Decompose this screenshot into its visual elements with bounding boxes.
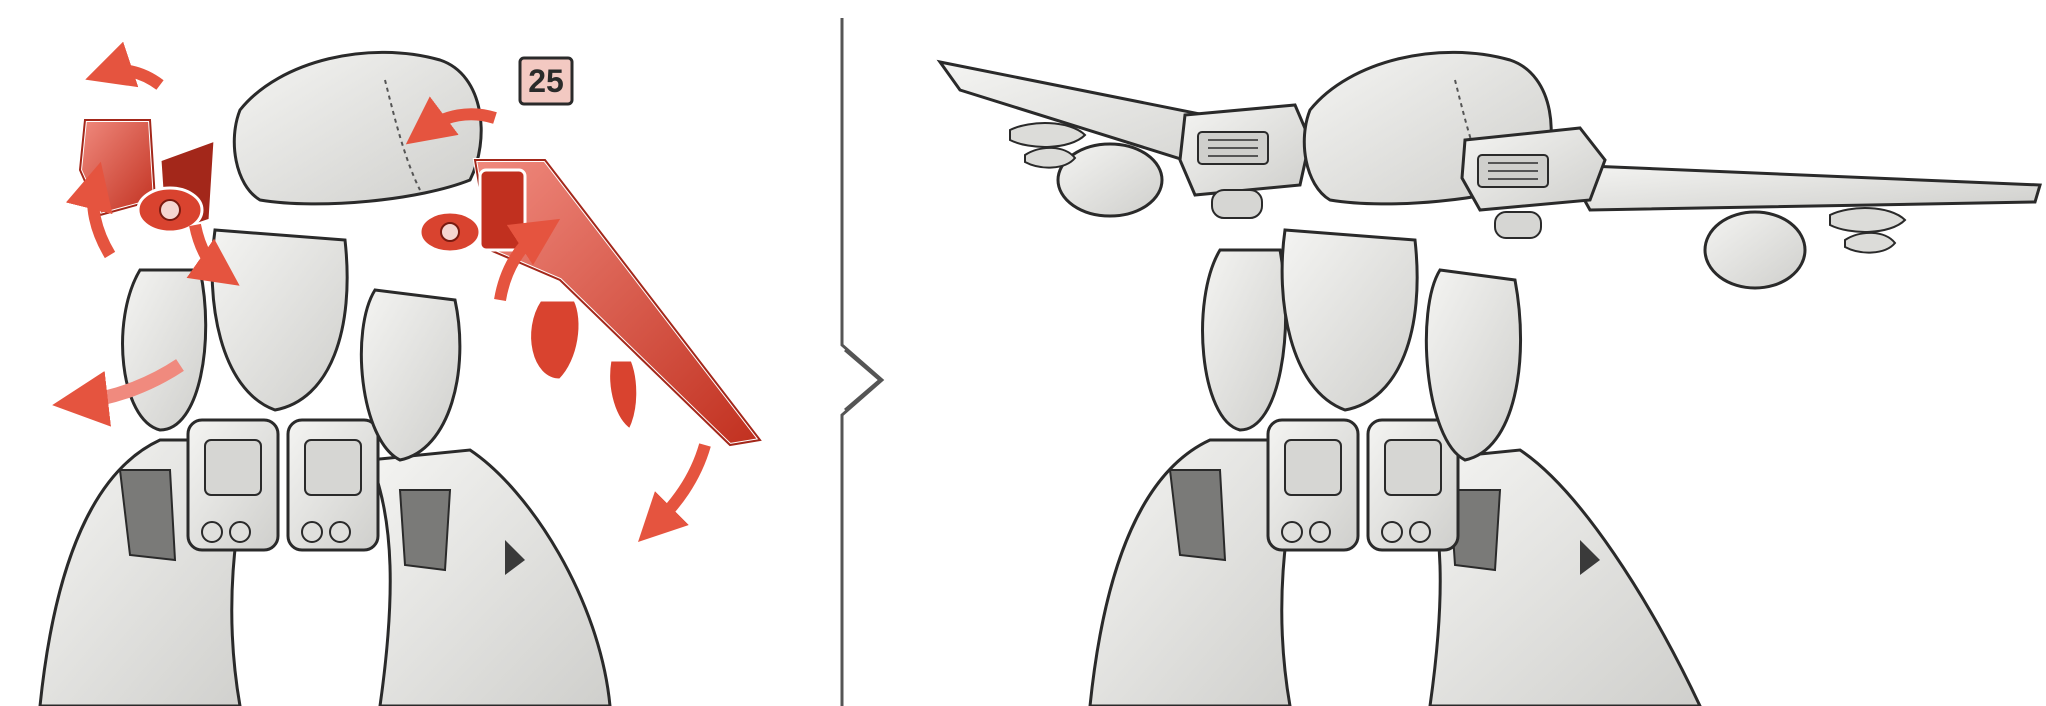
panel-before: 25 bbox=[40, 52, 760, 706]
step-number-badge: 25 bbox=[520, 58, 572, 104]
red-wing-part bbox=[420, 160, 760, 445]
curved-red-arrow-icon bbox=[655, 445, 705, 525]
torso bbox=[212, 230, 347, 410]
panel-divider bbox=[842, 18, 882, 706]
wing-right bbox=[1462, 128, 2040, 288]
panel-after bbox=[940, 52, 2040, 706]
step-number-label: 25 bbox=[528, 63, 564, 99]
hip-block-left bbox=[1268, 420, 1358, 550]
left-arm bbox=[123, 270, 206, 430]
torso bbox=[1282, 230, 1417, 410]
wing-left bbox=[940, 62, 1310, 218]
curved-red-arrow-icon bbox=[108, 70, 160, 85]
hip-block-right bbox=[288, 420, 378, 550]
left-arm bbox=[1203, 250, 1286, 430]
hip-block-right bbox=[1368, 420, 1458, 550]
leg-vent bbox=[1170, 470, 1225, 560]
right-leg bbox=[1420, 450, 1700, 706]
leg-vent bbox=[400, 490, 450, 570]
right-arm bbox=[361, 290, 460, 460]
right-leg bbox=[370, 450, 610, 706]
head bbox=[234, 52, 481, 204]
chevron-right-icon bbox=[845, 350, 880, 410]
wing-missile-pod bbox=[1830, 208, 1905, 232]
leg-vent bbox=[120, 470, 175, 560]
hip-block-left bbox=[188, 420, 278, 550]
